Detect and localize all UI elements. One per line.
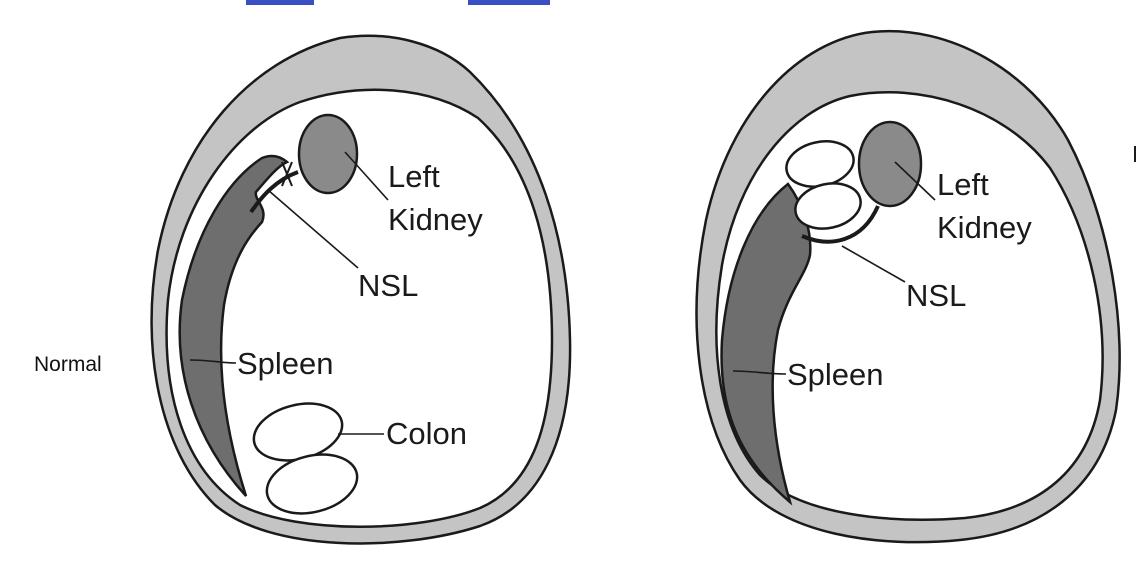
- left-kidney: [297, 113, 359, 195]
- right-kidney-label-line1: Left: [937, 167, 989, 202]
- left-kidney-label-line2: Kidney: [388, 202, 483, 237]
- left-spleen-label: Spleen: [237, 346, 334, 381]
- left-kidney-leader: [344, 151, 389, 201]
- left-colon-label: Colon: [386, 416, 467, 451]
- left-panel: Left Kidney NSL Spleen Colon: [150, 34, 572, 545]
- edge-artifact: [1134, 146, 1136, 162]
- title-fragment-right: [468, 0, 550, 5]
- right-spleen-leader: [732, 370, 787, 375]
- left-nsl-label: NSL: [358, 268, 418, 303]
- left-nsl-ligament: [249, 170, 299, 214]
- left-nsl-cut-mark: [281, 161, 293, 187]
- right-nsl-ligament: [801, 205, 880, 244]
- left-spleen-leader: [189, 359, 237, 364]
- left-spleen: [178, 154, 290, 497]
- right-kidney-label-line2: Kidney: [937, 210, 1032, 245]
- right-colon-loop-lower: [794, 182, 862, 230]
- right-nsl-leader: [841, 245, 906, 283]
- title-fragment-left: [246, 0, 314, 5]
- right-kidney-leader: [894, 161, 936, 201]
- right-panel: Left Kidney NSL Spleen: [695, 29, 1121, 544]
- left-kidney-label-line1: Left: [388, 159, 440, 194]
- right-kidney: [857, 120, 923, 208]
- normal-label: Normal: [34, 353, 102, 376]
- right-spleen: [720, 182, 812, 506]
- left-nsl-leader: [267, 189, 359, 269]
- right-spleen-label: Spleen: [787, 357, 884, 392]
- right-nsl-label: NSL: [906, 278, 966, 313]
- left-colon-loop-lower: [265, 453, 359, 515]
